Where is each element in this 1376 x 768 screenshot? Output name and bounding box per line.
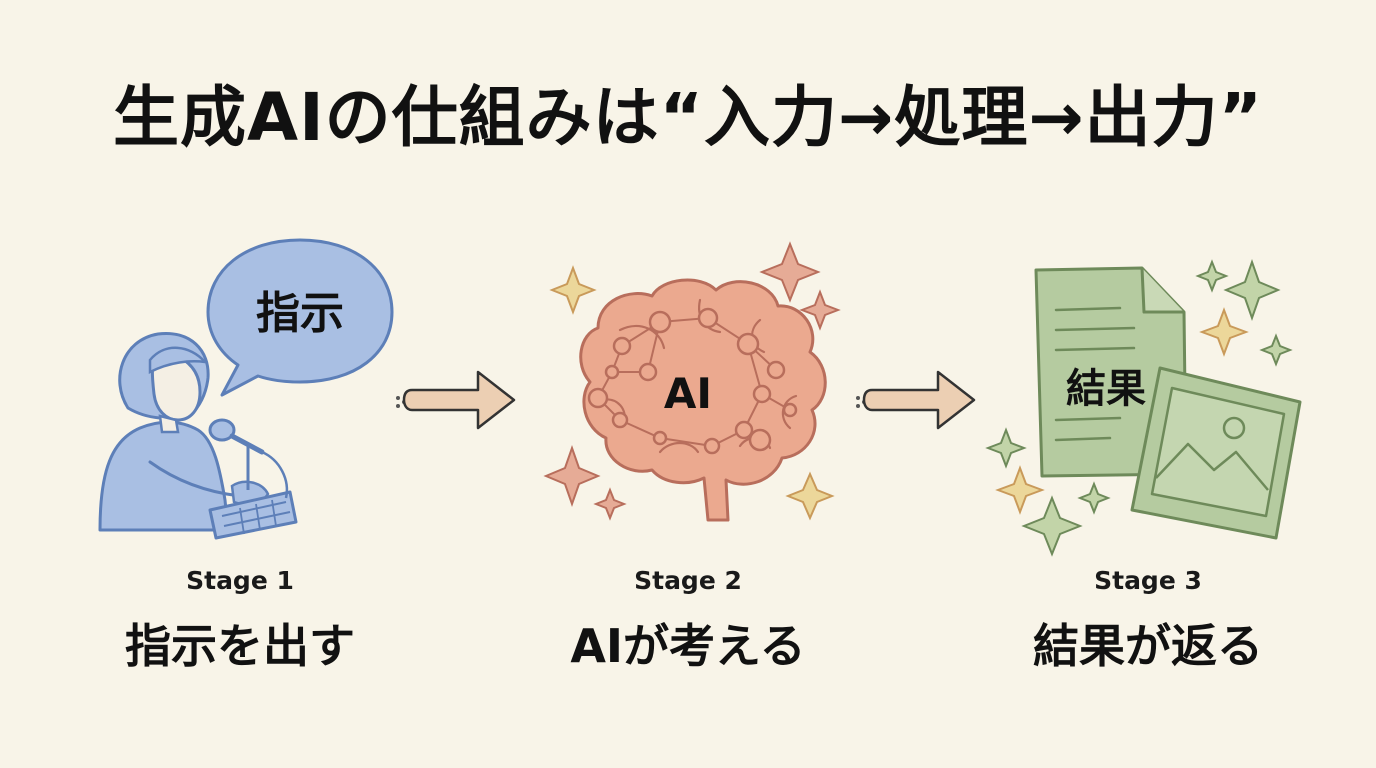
brain-network-icon: AI [579,278,827,522]
stage1-label: Stage 1 [186,566,294,595]
sparkle-icon [995,465,1045,515]
stage2-caption: AIが考える [570,619,806,673]
brain-text: AI [664,369,712,418]
keyboard-icon [208,490,298,540]
sparkle-icon [549,265,597,315]
stage3-illustration: 結果 [985,258,1302,557]
stage1-illustration: 指示 [98,238,394,540]
stage1-caption: 指示を出す [125,619,355,673]
sparkle-icon [1259,333,1293,367]
sparkle-icon [759,241,821,303]
sparkle-icon [785,471,835,521]
sparkle-icon [799,289,841,331]
diagram-title: 生成AIの仕組みは“入力→処理→出力” [113,79,1263,156]
document-text: 結果 [1066,366,1146,412]
person-with-microphone-icon [98,332,298,540]
sparkle-icon [1077,481,1111,515]
sparkle-icon [1195,259,1229,293]
stage2-label: Stage 2 [634,566,742,595]
arrow-right-icon [396,370,516,430]
image-icon [1130,366,1302,540]
sparkle-icon [543,444,601,508]
sparkle-icon [985,427,1027,469]
bubble-text: 指示 [256,288,344,339]
stage2-illustration: AI [543,241,841,522]
speech-bubble-icon: 指示 [206,238,394,397]
sparkle-icon [1223,258,1281,322]
stage3-label: Stage 3 [1094,566,1202,595]
sparkle-icon [1021,495,1083,557]
arrow-right-icon [856,370,976,430]
stage3-caption: 結果が返る [1033,619,1263,673]
sparkle-icon [593,487,627,521]
microphone-icon [208,418,289,499]
sparkle-icon [1199,307,1249,357]
